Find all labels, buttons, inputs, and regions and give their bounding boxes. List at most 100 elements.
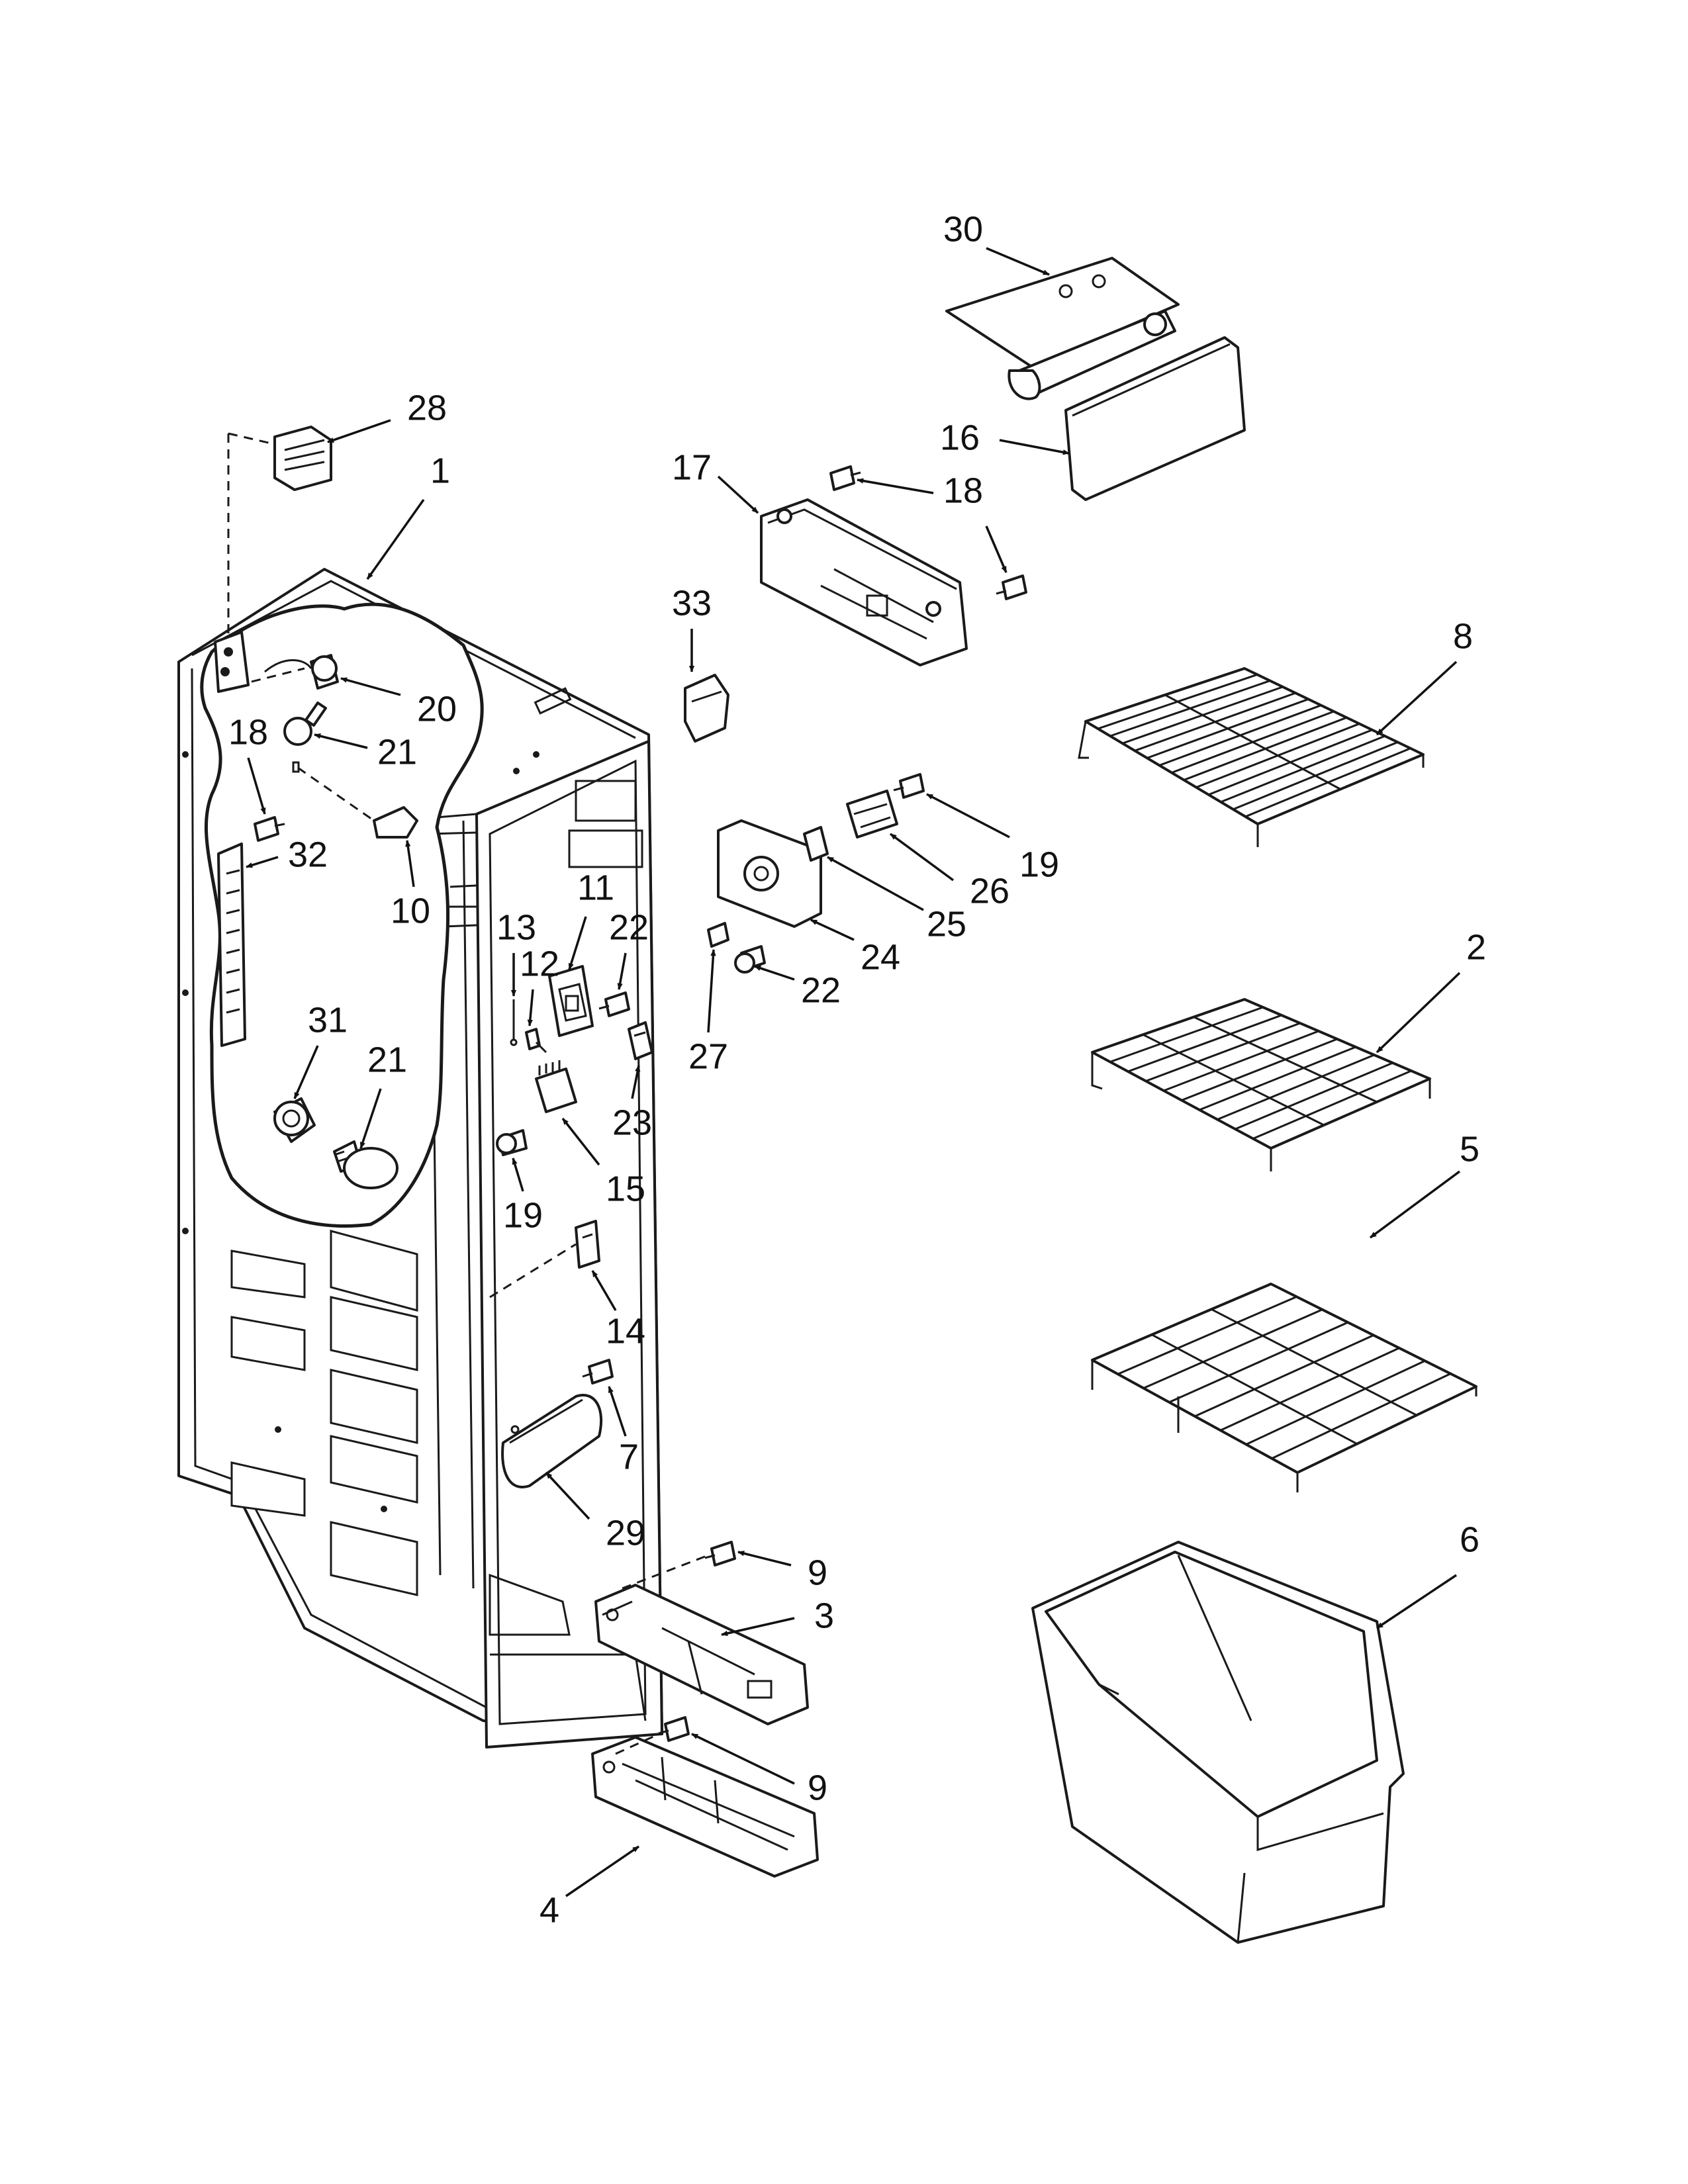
part-5-shelf <box>1091 1283 1477 1492</box>
callout-5: 5 <box>1460 1129 1479 1169</box>
callout-20: 20 <box>417 689 457 729</box>
callout-13: 13 <box>496 907 536 947</box>
callout-15: 15 <box>606 1169 645 1208</box>
part-13-pin <box>510 999 518 1046</box>
callout-7: 7 <box>619 1437 639 1477</box>
part-24-housing <box>717 819 822 928</box>
shelf-wire <box>1143 1308 1323 1389</box>
leader-3 <box>721 1617 795 1637</box>
part-31-lamp-socket <box>273 1097 316 1143</box>
part-21-bulb <box>333 1140 399 1189</box>
leader-7 <box>608 1386 627 1437</box>
leader-18a-2 <box>985 525 1008 573</box>
callout-17: 17 <box>672 447 712 487</box>
leader-32 <box>246 856 279 868</box>
shelf-crossbar <box>1211 1308 1417 1416</box>
callout-24: 24 <box>861 937 900 977</box>
callout-21: 21 <box>377 732 417 772</box>
light-socket-bracket <box>214 631 250 693</box>
leader-19a <box>512 1158 524 1192</box>
leader-6 <box>1376 1574 1457 1629</box>
callout-28: 28 <box>407 388 447 428</box>
callout-6: 6 <box>1460 1520 1479 1559</box>
part-25-clip <box>803 826 829 862</box>
leader-19b <box>926 793 1010 839</box>
callout-4: 4 <box>539 1890 559 1930</box>
callout-23: 23 <box>612 1103 652 1142</box>
leader-21a <box>314 733 368 749</box>
leader-20 <box>340 677 401 696</box>
leader-17 <box>717 475 759 514</box>
callout-8: 8 <box>1453 616 1473 656</box>
shelf-wire <box>1220 1347 1400 1432</box>
part-4-base-grille <box>591 1736 819 1878</box>
callout-22: 22 <box>801 970 841 1010</box>
callout-25: 25 <box>927 904 966 944</box>
shelf-crossbar <box>1151 1334 1358 1445</box>
callout-22: 22 <box>609 907 649 947</box>
leader-12 <box>527 989 534 1026</box>
part-2-shelf <box>1091 998 1431 1171</box>
leader-22b <box>754 965 795 981</box>
part-7-screw <box>582 1359 614 1385</box>
callout-12: 12 <box>520 944 559 983</box>
leader-9b <box>691 1733 795 1785</box>
part-18-screw-top <box>829 465 861 491</box>
shelf-crossbar <box>1164 694 1341 790</box>
shelf-wire <box>1117 1295 1297 1375</box>
leader-22a <box>617 952 627 990</box>
part-32-light-bar <box>217 842 246 1047</box>
part-14-door-switch <box>489 1220 600 1298</box>
leader-29 <box>545 1471 590 1520</box>
leader-15 <box>561 1117 600 1166</box>
leader-31 <box>293 1045 319 1099</box>
shelf-wire <box>1168 1321 1348 1404</box>
leader-24 <box>810 919 855 941</box>
part-21-small-bulb <box>283 702 327 746</box>
leader-lines <box>246 247 1461 1897</box>
cutaway-view <box>200 602 484 1228</box>
part-29-drain-trough <box>501 1394 603 1488</box>
callout-3: 3 <box>814 1596 834 1635</box>
callout-19: 19 <box>503 1195 543 1235</box>
part-28-clip <box>227 426 332 659</box>
callout-9: 9 <box>808 1768 827 1807</box>
callout-26: 26 <box>970 871 1009 911</box>
shelf-wire <box>1217 1054 1375 1120</box>
callout-32: 32 <box>288 835 328 874</box>
part-23-bracket <box>628 1021 653 1060</box>
callout-27: 27 <box>688 1036 728 1076</box>
shelf-wire <box>1109 1006 1264 1063</box>
leader-26 <box>889 833 955 882</box>
shelf-wire <box>1163 1030 1319 1092</box>
shelf-crossbar <box>1193 1016 1378 1103</box>
shelf-crossbar <box>1142 1033 1325 1126</box>
leader-30 <box>986 247 1050 276</box>
part-22-screw-a <box>598 991 630 1017</box>
callout-18: 18 <box>943 471 983 510</box>
leader-9a <box>737 1551 792 1567</box>
callout-2: 2 <box>1466 927 1486 967</box>
leader-21b <box>359 1088 382 1149</box>
part-8-shelf <box>1078 667 1425 847</box>
callout-29: 29 <box>606 1513 645 1553</box>
leader-25 <box>827 856 924 911</box>
part-3-toe-grille <box>594 1584 809 1725</box>
leader-28 <box>327 419 391 443</box>
leader-14 <box>591 1270 617 1311</box>
part-10-clip <box>292 761 418 839</box>
callout-14: 14 <box>606 1311 645 1351</box>
leader-27 <box>707 949 716 1033</box>
part-30-hinge <box>945 257 1180 400</box>
shelf-wire <box>1145 1022 1301 1082</box>
callout-18: 18 <box>228 712 268 752</box>
shelf-wire <box>1181 1038 1338 1101</box>
leader-10 <box>405 840 415 887</box>
part-9-screw-a <box>622 1541 736 1590</box>
leader-11 <box>568 916 587 970</box>
shelf-wire <box>1127 1014 1282 1073</box>
leader-4 <box>565 1845 639 1897</box>
leader-2 <box>1376 972 1461 1054</box>
part-15-control-board <box>535 1060 577 1113</box>
